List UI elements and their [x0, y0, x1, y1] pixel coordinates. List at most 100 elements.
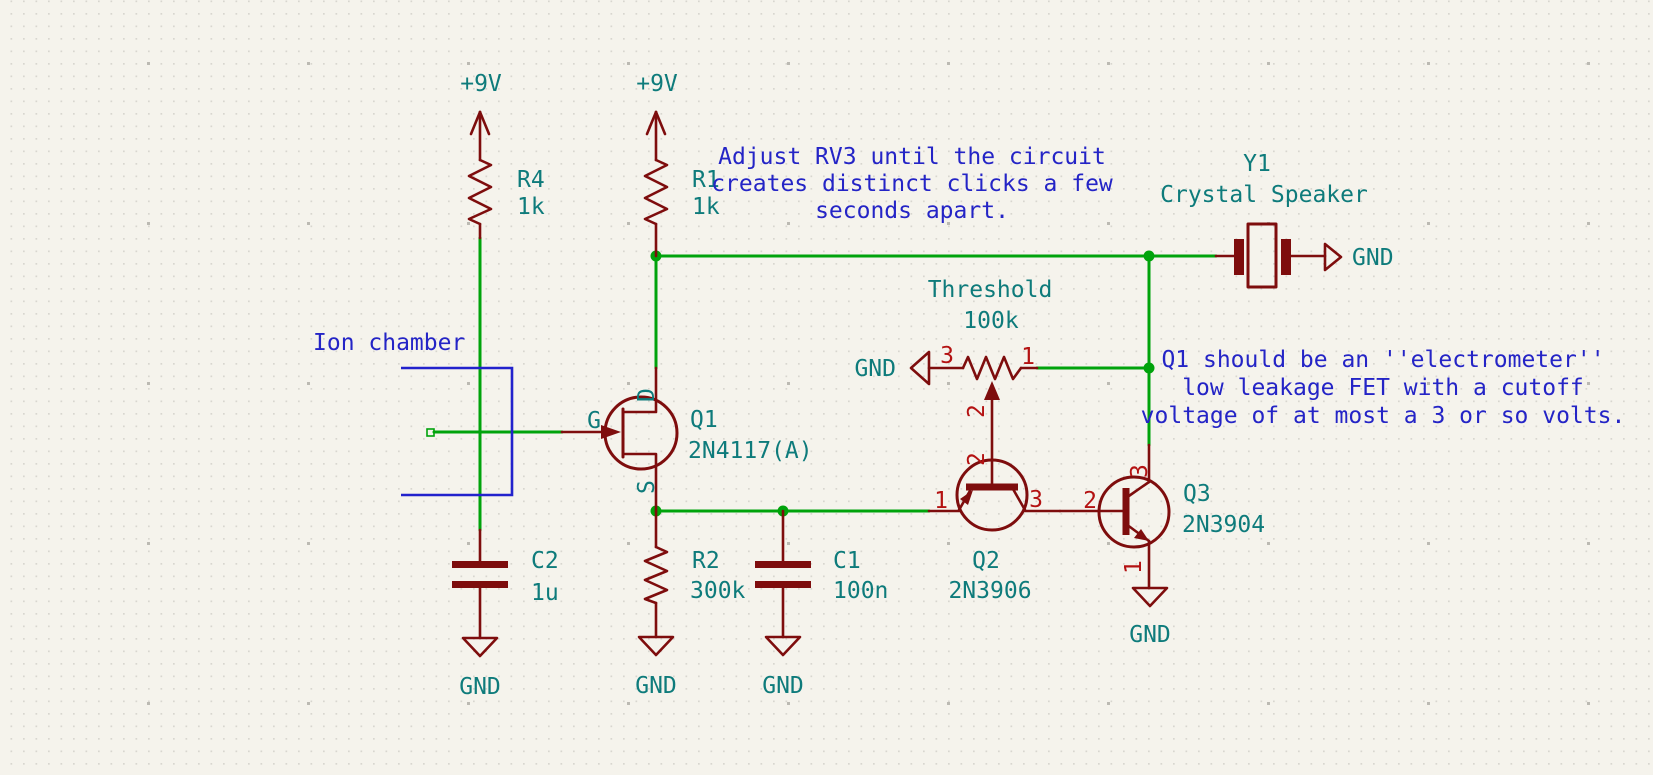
gnd-triangle-icon: [764, 635, 802, 657]
drain-lead: [621, 366, 658, 414]
gnd-symbol-y1[interactable]: GND: [1323, 242, 1394, 272]
resistor-r2[interactable]: R2 300k: [643, 509, 746, 639]
reference-label[interactable]: C2: [531, 548, 559, 574]
gnd-label: GND: [1352, 245, 1394, 271]
value-label[interactable]: 1k: [517, 194, 545, 220]
gnd-label: GND: [854, 356, 896, 382]
gnd-symbol-r2[interactable]: GND: [635, 635, 677, 699]
value-label[interactable]: 100n: [833, 578, 888, 604]
gnd-symbol-c2[interactable]: GND: [459, 636, 501, 700]
power-symbol-9v-right[interactable]: +9V: [636, 71, 678, 162]
value-label[interactable]: 1u: [531, 580, 559, 606]
gnd-triangle-icon: [1131, 586, 1169, 608]
capacitor-c2[interactable]: C2 1u: [452, 528, 559, 640]
transistor-q1-jfet[interactable]: G D S Q1 2N4117(A): [560, 366, 813, 513]
wires: [432, 236, 1218, 532]
resistor-r1[interactable]: R1 1k: [643, 158, 720, 258]
gnd-triangle-icon: [637, 635, 675, 657]
reference-label[interactable]: R2: [692, 548, 720, 574]
value-label[interactable]: 100k: [963, 308, 1019, 334]
power-symbol-9v-left[interactable]: +9V: [460, 71, 502, 162]
junction-dot: [1143, 362, 1155, 374]
ion-chamber-label[interactable]: Ion chamber: [313, 330, 465, 356]
ion-chamber[interactable]: Ion chamber: [313, 330, 514, 497]
crystal-speaker-y1[interactable]: Y1 Crystal Speaker: [1160, 151, 1368, 289]
value-label[interactable]: 2N4117(A): [688, 438, 813, 464]
value-label[interactable]: 300k: [690, 578, 746, 604]
capacitor-c1[interactable]: C1 100n: [755, 509, 888, 639]
resistor-zigzag: [467, 158, 493, 226]
note-line: Q1 should be an ''electrometer'': [1161, 347, 1604, 373]
power-label[interactable]: +9V: [460, 71, 502, 97]
resistor-r4[interactable]: R4 1k: [467, 158, 545, 240]
transistor-body: [955, 458, 1029, 532]
note-line: low leakage FET with a cutoff: [1182, 375, 1584, 401]
resistor-zigzag: [643, 545, 669, 605]
collector-stroke: [1124, 480, 1151, 500]
wire-end-square: [426, 428, 435, 437]
note-line: Adjust RV3 until the circuit: [718, 144, 1106, 170]
gnd-label: GND: [762, 673, 804, 699]
power-arrow-icon: [469, 110, 482, 136]
reference-label[interactable]: Threshold: [928, 277, 1053, 303]
value-label[interactable]: 2N3904: [1182, 512, 1265, 538]
power-arrow-icon: [478, 110, 491, 136]
resistor-zigzag: [961, 355, 1023, 381]
transistor-q3-npn[interactable]: 2 3 1 Q3 2N3904: [1058, 443, 1265, 590]
gnd-symbol-q3[interactable]: GND: [1129, 586, 1171, 648]
note-adjust-rv3[interactable]: Adjust RV3 until the circuit creates dis…: [711, 144, 1113, 224]
resistor-zigzag: [643, 158, 669, 226]
gnd-triangle-icon: [909, 350, 931, 386]
gnd-symbol-c1[interactable]: GND: [762, 635, 804, 699]
pin-number: 1: [934, 488, 948, 514]
note-line: creates distinct clicks a few: [711, 171, 1113, 197]
gate-arrow: [601, 425, 621, 439]
crystal-body: [1246, 222, 1278, 289]
crystal-plate: [1234, 239, 1244, 275]
emitter-arrow: [960, 490, 973, 505]
gnd-triangle-icon: [1323, 242, 1343, 272]
pin-name-drain: D: [634, 388, 660, 402]
crystal-plate: [1281, 239, 1291, 275]
value-label[interactable]: 2N3906: [948, 578, 1031, 604]
pin-number: 2: [1083, 488, 1097, 514]
gnd-symbol-rv3[interactable]: GND: [854, 350, 931, 386]
reference-label[interactable]: Y1: [1243, 151, 1271, 177]
power-label[interactable]: +9V: [636, 71, 678, 97]
emitter-arrow: [1134, 529, 1149, 541]
reference-label[interactable]: Q3: [1183, 481, 1211, 507]
power-arrow-icon: [654, 110, 667, 136]
capacitor-plate: [755, 561, 811, 568]
reference-label[interactable]: Q1: [690, 407, 718, 433]
reference-label[interactable]: Q2: [972, 548, 1000, 574]
ion-chamber-outline: [401, 366, 514, 497]
pin-number: 2: [964, 452, 990, 466]
gnd-label: GND: [635, 673, 677, 699]
power-arrow-icon: [645, 110, 658, 136]
note-line: voltage of at most a 3 or so volts.: [1141, 403, 1626, 429]
reference-label[interactable]: R1: [692, 167, 720, 193]
gnd-label: GND: [459, 674, 501, 700]
note-line: seconds apart.: [815, 198, 1009, 224]
potentiometer-rv3[interactable]: Threshold 100k 3 1 2: [928, 277, 1053, 489]
pin-name-gate: G: [587, 408, 601, 434]
note-q1-electrometer[interactable]: Q1 should be an ''electrometer'' low lea…: [1141, 347, 1626, 429]
junction-dot: [1143, 250, 1155, 262]
pin-number: 2: [964, 404, 990, 418]
source-lead: [621, 452, 658, 513]
reference-label[interactable]: C1: [833, 548, 861, 574]
pin-number: 3: [1127, 464, 1153, 478]
reference-label[interactable]: R4: [517, 167, 545, 193]
pin-number: 3: [1029, 487, 1043, 513]
transistor-q2-pnp[interactable]: 1 2 3 Q2 2N3906: [927, 452, 1062, 604]
wiper-arrow: [984, 381, 1000, 400]
collector-stroke: [1011, 487, 1027, 512]
value-label[interactable]: 1k: [692, 194, 720, 220]
pin-number: 1: [1021, 344, 1035, 370]
pin-number: 1: [1121, 560, 1147, 574]
gnd-label: GND: [1129, 622, 1171, 648]
value-label[interactable]: Crystal Speaker: [1160, 182, 1368, 208]
pin-number: 3: [940, 343, 954, 369]
